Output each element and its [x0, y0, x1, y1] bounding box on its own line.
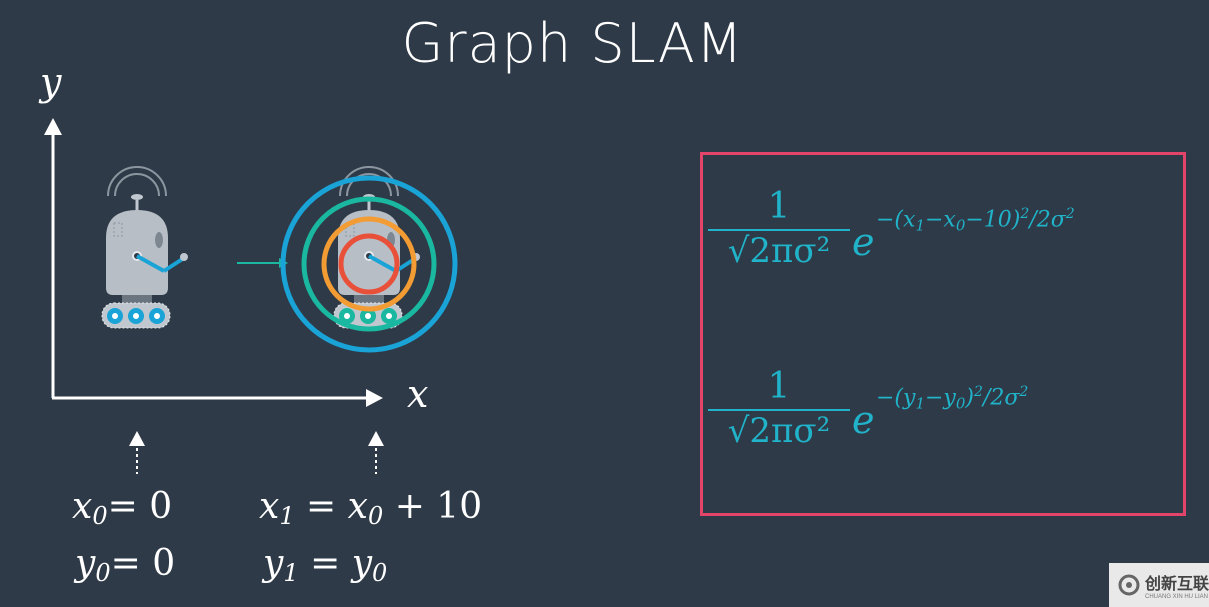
watermark: 创新互联 CHUANG XIN HU LIAN [1109, 563, 1209, 607]
pose1-y-equation: y1 = y0 [263, 543, 388, 587]
uncertainty-ring-teal [301, 196, 437, 332]
y-formula-numerator: 1 [767, 366, 791, 407]
x-formula-exponent: −(x1−x0−10)2/2σ2 [876, 206, 1075, 235]
robot-pose-1 [333, 166, 420, 329]
y-formula-denominator: √2πσ² [727, 411, 831, 451]
y-formula-base: e [852, 398, 875, 442]
y-axis-arrowhead [44, 118, 62, 135]
y-axis-label: y [40, 60, 62, 104]
x-formula-denominator: √2πσ² [727, 231, 831, 271]
watermark-brand: 创新互联 [1145, 576, 1209, 593]
uncertainty-ring-orange [321, 216, 417, 312]
x-formula-numerator: 1 [767, 186, 791, 227]
x-axis-arrowhead [366, 389, 383, 407]
page-title: Graph SLAM [401, 12, 744, 75]
pose0-y-equation: y0= 0 [75, 543, 176, 587]
robot-pose-0 [101, 166, 188, 329]
x-formula-base: e [852, 220, 875, 264]
uncertainty-ring-red [338, 233, 400, 295]
gaussian-formula-box [700, 152, 1186, 516]
pose0-x-equation: x0= 0 [72, 486, 173, 530]
watermark-sub: CHUANG XIN HU LIAN [1145, 594, 1209, 600]
watermark-logo-icon [1118, 574, 1140, 596]
pose1-x-equation: x1 = x0 + 10 [259, 486, 483, 530]
y-formula-exponent: −(y1−y0)2/2σ2 [876, 384, 1029, 413]
pose1-pointer-arrow [368, 431, 384, 474]
x-axis-label: x [407, 372, 429, 416]
uncertainty-ring-outer [280, 175, 458, 353]
pose0-pointer-arrow [129, 431, 145, 474]
